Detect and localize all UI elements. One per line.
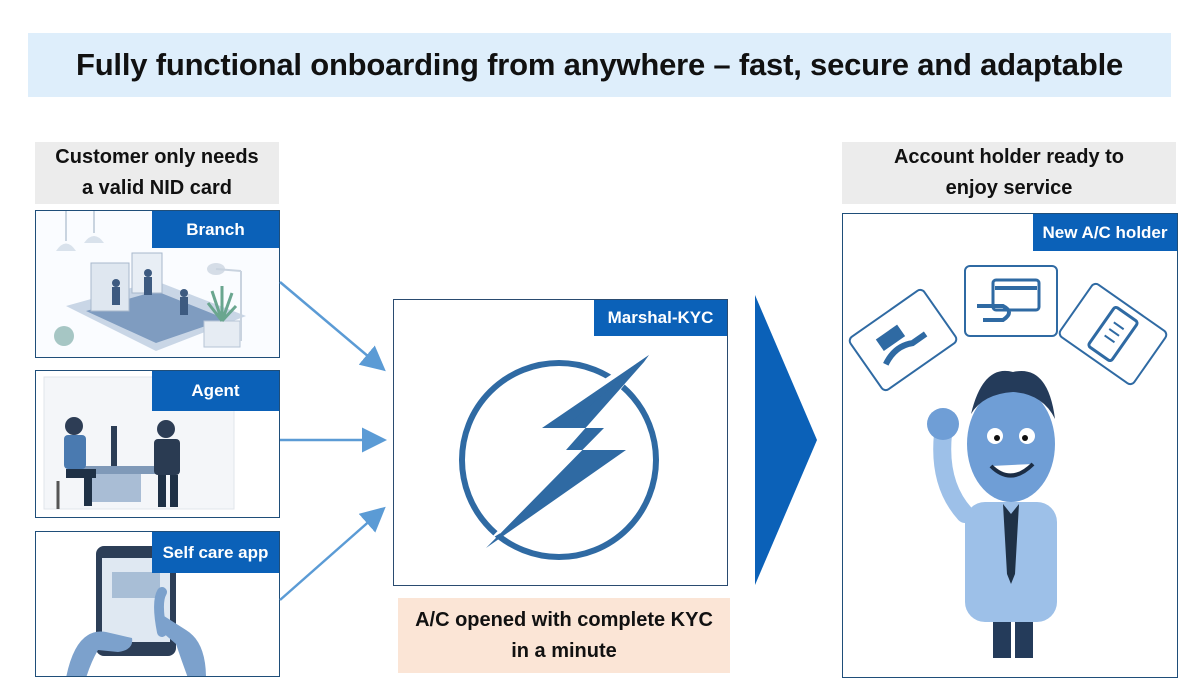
branch-tag: Branch <box>152 211 279 248</box>
waving-person-icon <box>927 370 1057 658</box>
chevron-right-icon <box>755 295 817 585</box>
new-account-holder-card: New A/C holder <box>842 213 1178 678</box>
self-care-card: Self care app <box>35 531 280 677</box>
account-holder-label: Account holder ready to enjoy service <box>842 142 1176 204</box>
bolt-icon <box>459 350 659 560</box>
self-care-illustration-icon <box>36 532 279 676</box>
branch-arrow <box>279 281 386 372</box>
self-care-arrow <box>279 506 386 601</box>
marshal-kyc-tag: Marshal-KYC <box>594 300 727 336</box>
account-holder-illustration <box>848 265 1168 658</box>
agent-card: Agent <box>35 370 280 518</box>
account-holder-label-line1: Account holder ready to <box>893 146 1125 168</box>
channel-arrows <box>279 281 387 601</box>
customer-label-line2: a valid NID card <box>81 177 233 199</box>
agent-tag: Agent <box>152 371 279 411</box>
self-care-tag: Self care app <box>152 532 279 573</box>
branch-card: Branch <box>35 210 280 358</box>
marshal-kyc-card: Marshal-KYC <box>393 299 728 586</box>
customer-requirement-label: Customer only needs a valid NID card <box>35 142 279 204</box>
kyc-caption: A/C opened with complete KYC in a minute <box>398 598 730 673</box>
cash-hand-icon <box>848 288 958 392</box>
title-banner: Fully functional onboarding from anywher… <box>28 33 1171 97</box>
account-holder-label-line2: enjoy service <box>945 177 1073 199</box>
mobile-wallet-icon <box>1058 282 1168 386</box>
kyc-caption-line2: in a minute <box>511 639 617 662</box>
customer-label-line1: Customer only needs <box>55 146 259 168</box>
kyc-caption-line1: A/C opened with complete KYC <box>415 608 713 631</box>
card-hand-icon <box>964 265 1058 337</box>
new-account-holder-tag: New A/C holder <box>1033 214 1177 251</box>
page-title: Fully functional onboarding from anywher… <box>75 47 1124 82</box>
